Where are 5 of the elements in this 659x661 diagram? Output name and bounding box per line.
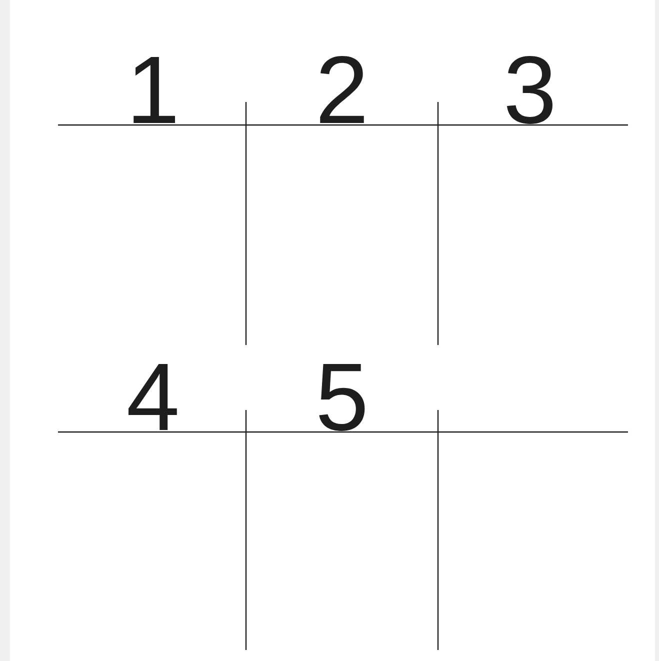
label: 5 — [319, 364, 365, 431]
label: 4 — [128, 364, 177, 430]
label: 1 — [134, 56, 175, 123]
label: 3 — [506, 56, 552, 124]
label: 2 — [320, 56, 364, 123]
